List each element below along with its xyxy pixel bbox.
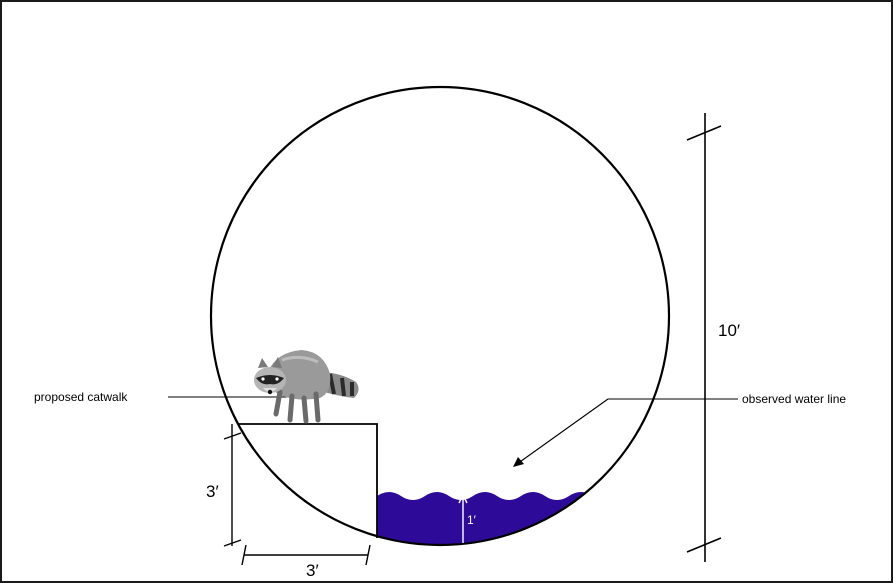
water-depth-arrow <box>458 493 468 543</box>
diameter-label: 10′ <box>718 321 740 340</box>
water-fill <box>377 492 669 545</box>
catwalk-width-dimension <box>241 544 371 566</box>
water-body <box>377 492 669 545</box>
catwalk-platform <box>238 423 378 538</box>
catwalk-width-label: 3′ <box>306 561 319 580</box>
raccoon-head <box>254 357 286 395</box>
raccoon-icon <box>254 350 359 424</box>
water-depth-label: 1′ <box>467 513 477 527</box>
raccoon-body <box>268 350 331 400</box>
culvert-circle <box>209 85 671 547</box>
water-line-leader <box>513 398 738 467</box>
water-line-label: observed water line <box>742 392 846 406</box>
diameter-dimension <box>686 113 722 562</box>
catwalk-label: proposed catwalk <box>34 390 128 404</box>
catwalk-height-label: 3′ <box>206 482 219 501</box>
catwalk-height-dimension <box>223 424 242 547</box>
